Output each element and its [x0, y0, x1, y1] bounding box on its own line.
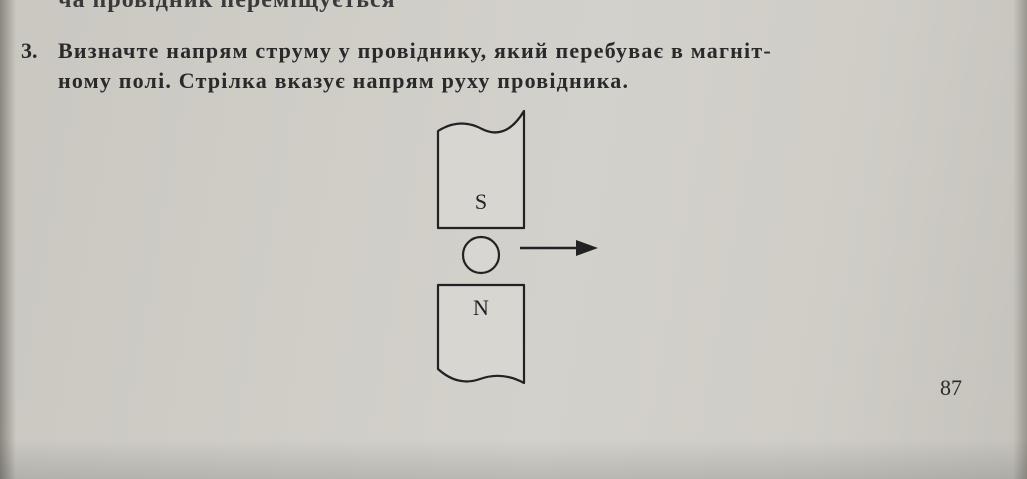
page-binding-shadow: [0, 0, 16, 479]
task-text-line-2: ному полі. Стрілка вказує напрям руху пр…: [58, 68, 630, 93]
page-edge-shadow: [1013, 0, 1027, 479]
n-pole-label: N: [473, 295, 489, 320]
previous-text-line: ча провідник переміщується: [58, 0, 396, 13]
n-pole-magnet: [436, 283, 526, 385]
task-text-line-1: Визначте напрям струму у провіднику, яки…: [58, 38, 772, 63]
conductor-circle: [461, 235, 501, 275]
page-number: 87: [940, 375, 962, 400]
task-number: 3.: [21, 38, 38, 63]
motion-arrow-head: [576, 240, 598, 256]
magnet-diagram: S N: [436, 109, 598, 385]
page-bottom-shadow: [0, 439, 1027, 479]
s-pole-magnet: [436, 109, 526, 230]
s-pole-label: S: [475, 189, 487, 214]
